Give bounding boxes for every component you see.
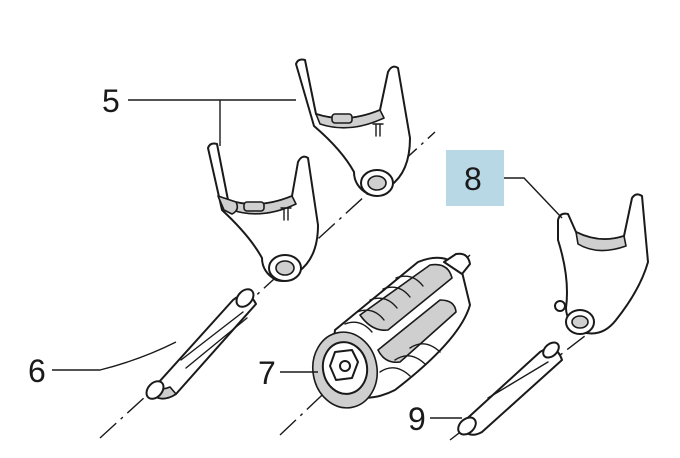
- callout-5[interactable]: 5: [102, 83, 120, 119]
- leader-5: [128, 99, 296, 146]
- leader-lines: [52, 99, 563, 419]
- shift-drum[interactable]: [307, 252, 471, 413]
- leader-6: [52, 341, 177, 371]
- shift-fork-8[interactable]: [554, 193, 649, 335]
- shift-fork-shaft-left[interactable]: [143, 286, 257, 402]
- callout-8-highlight: [446, 150, 504, 206]
- callout-7[interactable]: 7: [258, 355, 276, 391]
- shift-fork-5b[interactable]: [295, 58, 411, 197]
- shift-fork-5a[interactable]: [207, 142, 319, 282]
- callouts: 5 6 7 8 9: [28, 83, 504, 437]
- callout-8[interactable]: 8: [464, 161, 482, 197]
- callout-9[interactable]: 9: [408, 401, 426, 437]
- callout-6[interactable]: 6: [28, 353, 46, 389]
- shift-fork-shaft-right[interactable]: [455, 340, 563, 438]
